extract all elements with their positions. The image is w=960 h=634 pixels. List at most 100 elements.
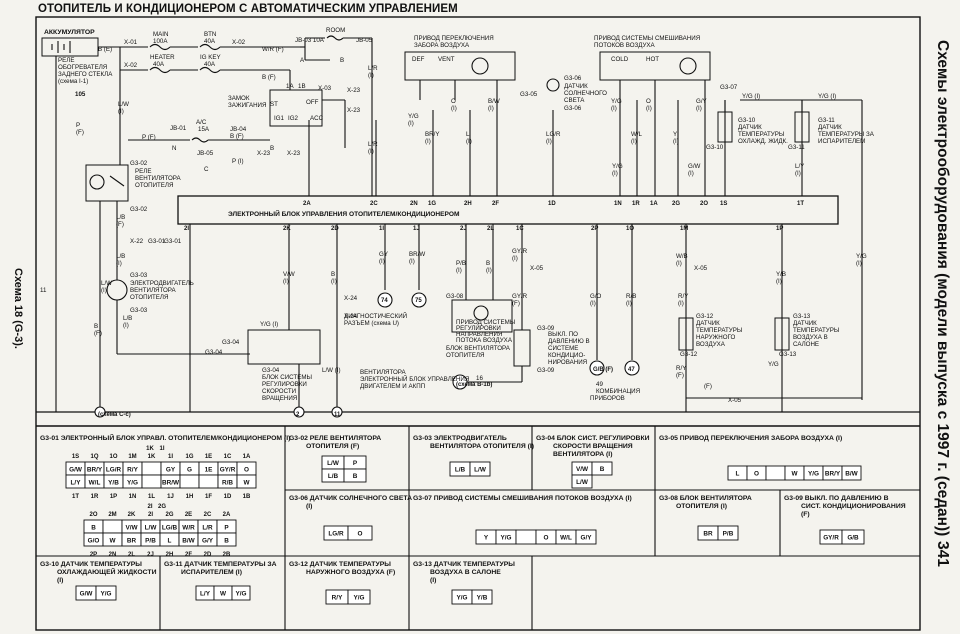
connector-cell-label: W	[243, 480, 250, 487]
connector-cell	[141, 474, 162, 489]
diagram-label: 1B	[298, 83, 306, 90]
connector-g3-04-cell-label: L/W	[576, 479, 589, 486]
diagram-label: (I)	[776, 278, 782, 285]
connector-g3-07-cell-label: Y/G	[500, 534, 511, 541]
connector-cell-label: L/R	[202, 525, 213, 532]
diagram-label: HEATER	[150, 54, 175, 61]
diagram-label: W/B	[676, 253, 688, 260]
diagram-label: G3-04	[262, 367, 280, 374]
connector-cell	[102, 519, 123, 534]
connector-pin-label: 1O	[109, 454, 117, 460]
diagram-label: X-05	[728, 397, 742, 404]
connector-g3-08-cell-label: BR	[703, 530, 713, 537]
connector-pin-label: 1D	[224, 494, 232, 500]
connector-cell-label: B	[224, 538, 229, 545]
diagram-label: B (E)	[98, 46, 112, 53]
diagram-label: ОТОПИТЕЛЯ	[135, 182, 173, 189]
diagram-label: Y/G	[612, 163, 623, 170]
connector-panel-title: (I)	[430, 577, 436, 584]
diagram-label: 1P	[776, 226, 783, 232]
diagram-label: ACC	[310, 115, 324, 122]
diagram-label: G3-02	[130, 160, 148, 167]
diagram-label: 1A	[286, 83, 294, 90]
diagram-label: (схема I-1)	[58, 78, 88, 85]
diagram-label: РЕГУЛИРОВКИ	[262, 381, 307, 388]
diagram-label: ВЕНТИЛЯТОРА	[360, 369, 407, 376]
connector-pin-label: 1K	[148, 454, 156, 460]
diagram-label: DEF	[412, 56, 425, 63]
connector-pin-label: 1B	[243, 494, 251, 500]
diagram-label: (I)	[409, 258, 415, 265]
diagram-label: V/W	[283, 271, 295, 278]
connector-g3-04-cell-label: V/W	[576, 466, 589, 473]
diagram-label: (I)	[488, 105, 494, 112]
diagram-label: Y/G	[768, 361, 779, 368]
diagram-label: L/B	[116, 253, 125, 260]
diagram-label: (F)	[116, 221, 124, 228]
diagram-label: G3-12	[680, 351, 698, 358]
diagram-label: 1D	[548, 201, 556, 207]
diagram-label: (I)	[368, 148, 374, 155]
connector-pin-label: 1C	[224, 454, 232, 460]
connector-g3-11-cell-label: L/Y	[200, 590, 211, 597]
connector-pin-label: 1E	[205, 454, 212, 460]
connector-g3-02-cell-label: B	[353, 473, 358, 480]
connector-pin-label: 2N	[109, 552, 117, 558]
connector-pin-label: 1H	[186, 494, 194, 500]
diagram-label: X-23	[347, 107, 361, 114]
page-title: ОТОПИТЕЛЬ И КОНДИЦИОНЕРОМ С АВТОМАТИЧЕСК…	[38, 3, 458, 15]
diagram-label: (I)	[673, 138, 679, 145]
diagram-label: (I)	[456, 267, 462, 274]
connector-pin-label: 1T	[72, 494, 79, 500]
diagram-label: РЕЛЕ	[135, 168, 151, 175]
diagram-label: IG2	[288, 115, 299, 122]
diagram-label: 2D	[331, 226, 339, 232]
diagram-label: 105	[75, 91, 86, 98]
diagram-label: X-23	[347, 87, 361, 94]
connector-g3-04-cell	[571, 474, 593, 489]
connector-cell-label: G/W	[69, 467, 83, 474]
connector-g3-09-cell	[841, 529, 865, 545]
diagram-label: G3-07	[720, 84, 738, 91]
connector-pin-label: 1G	[185, 454, 193, 460]
diagram-label: G3-05	[520, 91, 538, 98]
connector-pin-label: 1L	[148, 494, 155, 500]
diagram-label: ДВИГАТЕЛЕМ И АКПП	[360, 383, 425, 390]
diagram-label: ПРИВОД ПЕРЕКЛЮЧЕНИЯ	[414, 35, 494, 42]
diagram-label: 2G	[672, 201, 680, 207]
diagram-label: (I)	[451, 105, 457, 112]
diagram-label: Y/G (I)	[260, 321, 278, 328]
diagram-label: B	[340, 57, 344, 64]
diagram-label: ПОТОКА ВОЗДУХА	[456, 337, 513, 344]
connector-pin-label: 2L	[128, 552, 135, 558]
diagram-label: КОМБИНАЦИЯ	[596, 388, 640, 395]
diagram-label: IG1	[274, 115, 285, 122]
diagram-label: COLD	[611, 56, 629, 63]
diagram-label: СВЕТА	[564, 97, 585, 104]
connector-panel-title: G3-06 ДАТЧИК СОЛНЕЧНОГО СВЕТА	[289, 495, 412, 502]
diagram-label: L/W	[118, 101, 129, 108]
connector-cell	[236, 474, 257, 489]
diagram-label: (I)	[408, 120, 414, 127]
connector-cell	[216, 532, 237, 547]
diagram-label: 1R	[632, 201, 640, 207]
diagram-label: ЭЛЕКТРОННЫЙ БЛОК УПРАВЛЕНИЯ ОТОПИТЕЛЕМ/К…	[228, 209, 460, 218]
diagram-label: Y	[673, 131, 677, 138]
diagram-label: 2O	[700, 201, 708, 207]
diagram-label: 1A	[650, 201, 658, 207]
connector-g3-13-cell-label: Y/G	[456, 594, 467, 601]
diagram-label: (I)	[101, 287, 107, 294]
connector-g3-05-cell	[841, 465, 862, 481]
connector-g3-02-cell-label: L/W	[327, 460, 340, 467]
diagram-label: BR/W	[409, 251, 425, 258]
diagram-label: 2F	[492, 201, 499, 207]
connector-panel-title: G3-13 ДАТЧИК ТЕМПЕРАТУРЫ	[413, 561, 515, 568]
diagram-label: ВЕНТИЛЯТОРА	[130, 287, 177, 294]
connector-g3-03-cell-label: L/B	[455, 466, 466, 473]
connector-cell	[141, 461, 162, 476]
diagram-label: 1O	[626, 226, 634, 232]
diagram-label: ТЕМПЕРАТУРЫ ЗА	[818, 131, 875, 138]
diagram-label: (I)	[856, 260, 862, 267]
diagram-label: 2P	[591, 226, 598, 232]
connector-g3-03-cell	[469, 461, 491, 477]
